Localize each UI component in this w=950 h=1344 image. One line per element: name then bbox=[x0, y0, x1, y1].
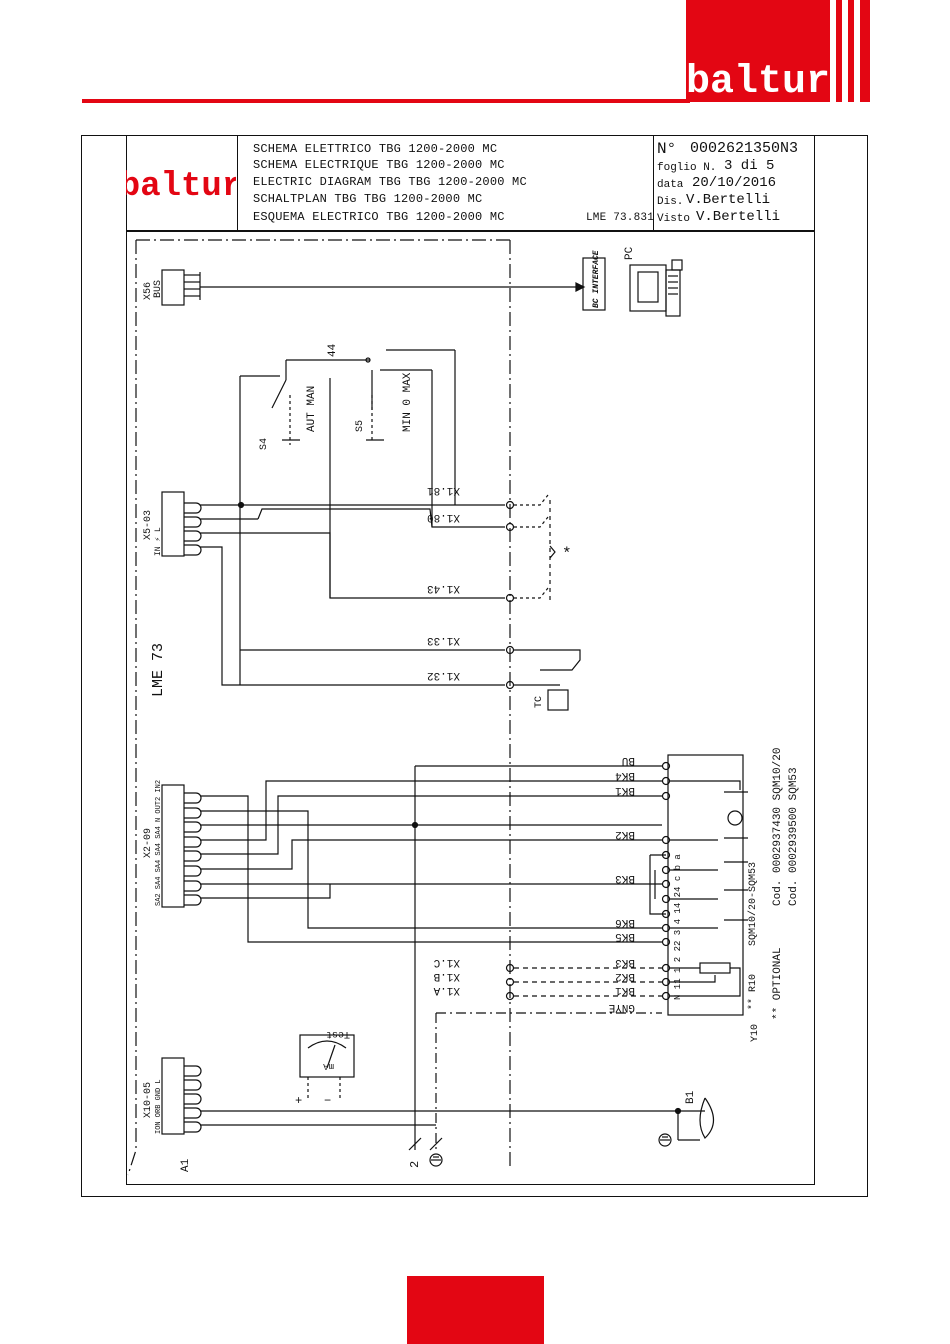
drawn-label: Dis. bbox=[657, 196, 684, 208]
actuator-model: SQM10/20-SQM53 bbox=[747, 862, 759, 946]
optional-note: ** OPTIONAL bbox=[772, 947, 784, 1020]
motor-symbol bbox=[727, 810, 743, 826]
wire-bk5: BK5 bbox=[615, 930, 635, 942]
title-block-description bbox=[238, 135, 654, 231]
x5-pins bbox=[184, 502, 202, 556]
b1-label: B1 bbox=[685, 1090, 697, 1104]
baltur-logo: baltur bbox=[686, 0, 870, 102]
terminal-circles bbox=[505, 500, 515, 1001]
tc-label: TC bbox=[534, 696, 545, 708]
date-label: data bbox=[657, 179, 684, 191]
test-label: Test bbox=[326, 1028, 350, 1039]
controller-label: LME 73 bbox=[150, 643, 167, 697]
wire-bk3-b: BK3 bbox=[615, 956, 635, 968]
s4-label: S4 bbox=[259, 438, 270, 450]
meter-unit: mA bbox=[323, 1061, 334, 1071]
r10-label: ** R10 bbox=[747, 974, 759, 1010]
wire-bk1-b: BK1 bbox=[615, 984, 635, 996]
x5-pins-label: IN ⚡ L bbox=[154, 527, 163, 556]
bc-interface bbox=[582, 257, 606, 311]
bus-label: BUS bbox=[153, 280, 164, 298]
tc-thermostat bbox=[547, 689, 569, 711]
asterisk-note: * bbox=[562, 545, 572, 563]
actuator-terminals bbox=[661, 761, 671, 1001]
s5-min-max: MIN 0 MAX bbox=[402, 372, 414, 432]
wire-bk2: BK2 bbox=[615, 828, 635, 840]
sheet-value: 3 di 5 bbox=[724, 158, 775, 174]
wire-44-label: 44 bbox=[327, 343, 339, 357]
earth-number: 2 bbox=[408, 1161, 422, 1168]
checked-by: V.Bertelli bbox=[696, 209, 781, 225]
terminal-x1-32: X1.32 bbox=[427, 669, 460, 681]
actuator-sqm bbox=[667, 754, 744, 1016]
title-block-logo-cell: baltur bbox=[120, 135, 242, 231]
pc-label: PC bbox=[624, 246, 636, 260]
drawing-inner-frame bbox=[126, 135, 815, 1185]
s4-aut-man: AUT MAN bbox=[306, 386, 318, 432]
wire-gnye: GNYE bbox=[608, 1001, 635, 1013]
date-value: 20/10/2016 bbox=[692, 175, 777, 191]
title-block-logo-text: baltur bbox=[126, 168, 236, 206]
s5-label: S5 bbox=[355, 420, 366, 432]
terminal-x1-b: X1.B bbox=[433, 970, 460, 982]
x56-label: X56 bbox=[143, 282, 154, 300]
doc-number: 0002621350N3 bbox=[690, 140, 799, 157]
code-sqm53: Cod. 0002939500 SQM53 bbox=[788, 767, 800, 906]
x10-pins bbox=[184, 1065, 202, 1133]
title-line-es: ESQUEMA ELECTRICO TBG 1200-2000 MC bbox=[253, 210, 505, 224]
lme-code: LME 73.831 bbox=[586, 212, 655, 224]
minus-sign: − bbox=[324, 1094, 331, 1108]
x10-label: X10-05 bbox=[143, 1082, 154, 1118]
x2-pins-label: SA2 SA4 SA4 SA4 SA4 N OUT2 IN2 bbox=[155, 780, 163, 906]
logo-text: baltur bbox=[686, 60, 830, 102]
title-line-it: SCHEMA ELETTRICO TBG 1200-2000 MC bbox=[253, 142, 498, 156]
title-line-fr: SCHEMA ELECTRIQUE TBG 1200-2000 MC bbox=[253, 158, 505, 172]
code-sqm10: Cod. 0002937430 SQM10/20 bbox=[772, 748, 784, 906]
title-line-en: ELECTRIC DIAGRAM TBG TBG 1200-2000 MC bbox=[253, 175, 527, 189]
a1-label: A1 bbox=[180, 1158, 192, 1172]
plus-sign: + bbox=[295, 1094, 302, 1108]
x2-label: X2-09 bbox=[143, 828, 154, 858]
wire-bk1: BK1 bbox=[615, 784, 635, 796]
x56-pins bbox=[184, 272, 201, 300]
y10-label: Y10 bbox=[750, 1024, 761, 1042]
x2-pins bbox=[184, 792, 202, 906]
x56-connector bbox=[161, 269, 185, 306]
x5-connector bbox=[161, 491, 185, 557]
x5-label: X5-03 bbox=[143, 510, 154, 540]
terminal-x1-a: X1.A bbox=[433, 984, 460, 996]
ionization-probe bbox=[695, 1097, 715, 1139]
bc-interface-label: BC INTERFACE bbox=[592, 250, 601, 308]
earth-icon-bottom bbox=[429, 1153, 443, 1167]
r10-potentiometer bbox=[699, 962, 731, 974]
x10-pins-label: ION ORB GND L bbox=[155, 1079, 163, 1134]
terminal-x1-81: X1.81 bbox=[427, 484, 460, 496]
terminal-x1-80: X1.80 bbox=[427, 511, 460, 523]
header-rule bbox=[82, 99, 690, 103]
title-block-divider bbox=[126, 230, 815, 232]
doc-number-label: N° bbox=[657, 140, 677, 158]
pc-icon bbox=[629, 259, 683, 317]
page-tab bbox=[407, 1276, 544, 1344]
terminal-x1-c: X1.C bbox=[433, 956, 460, 968]
wire-bu: BU bbox=[622, 754, 635, 766]
terminal-x1-43: X1.43 bbox=[427, 582, 460, 594]
drawn-by: V.Bertelli bbox=[686, 192, 771, 208]
x10-connector bbox=[161, 1057, 185, 1135]
terminal-x1-33: X1.33 bbox=[427, 634, 460, 646]
wire-bk3: BK3 bbox=[615, 872, 635, 884]
x2-connector bbox=[161, 784, 185, 908]
title-line-de: SCHALTPLAN TBG TBG 1200-2000 MC bbox=[253, 192, 483, 206]
a1-boundary bbox=[127, 240, 137, 1176]
earth-icon bbox=[658, 1133, 672, 1147]
actuator-terminal-numbers: N 11 1 2 22 3 4 14 24 c b a bbox=[673, 854, 683, 1000]
sheet-label: foglio N. bbox=[657, 162, 717, 174]
wire-bk2-b: BK2 bbox=[615, 970, 635, 982]
title-block-logo: baltur bbox=[120, 168, 242, 206]
checked-label: Visto bbox=[657, 213, 691, 225]
wire-bk4: BK4 bbox=[615, 769, 635, 781]
wire-bk6: BK6 bbox=[615, 916, 635, 928]
test-meter bbox=[299, 1034, 355, 1078]
